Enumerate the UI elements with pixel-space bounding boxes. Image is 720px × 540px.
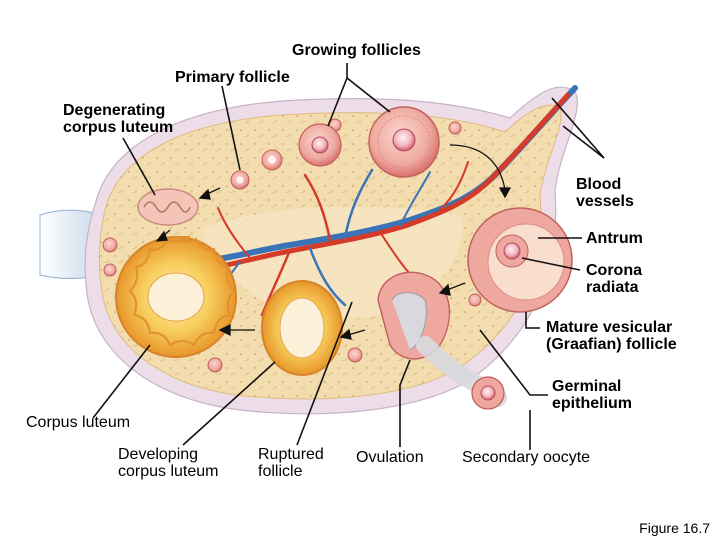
label-ovulation: Ovulation [356,449,424,466]
label-corona-radiata: Corona radiata [586,262,642,296]
label-mature-vesicular-follicle: Mature vesicular (Graafian) follicle [546,319,677,353]
label-degenerating-corpus-luteum: Degenerating corpus luteum [63,102,173,136]
mature-vesicular-follicle [468,208,572,312]
label-blood-vessels: Blood vessels [576,176,634,210]
label-developing-corpus-luteum: Developing corpus luteum [118,446,219,480]
label-antrum: Antrum [586,230,643,247]
leader-blood-vessels-a [563,126,604,158]
growing-follicle-small [299,124,341,166]
growing-follicle-large [369,107,439,177]
primary-follicle [231,171,249,189]
label-primary-follicle: Primary follicle [175,69,290,86]
degenerating-corpus-luteum [138,189,198,225]
figure-caption: Figure 16.7 [639,520,710,536]
corpus-luteum [116,237,236,357]
label-ruptured-follicle: Ruptured follicle [258,446,324,480]
label-corpus-luteum: Corpus luteum [26,414,130,431]
label-growing-follicles: Growing follicles [292,42,421,59]
label-germinal-epithelium: Germinal epithelium [552,378,632,412]
secondary-oocyte [472,377,504,409]
label-secondary-oocyte: Secondary oocyte [462,449,590,466]
